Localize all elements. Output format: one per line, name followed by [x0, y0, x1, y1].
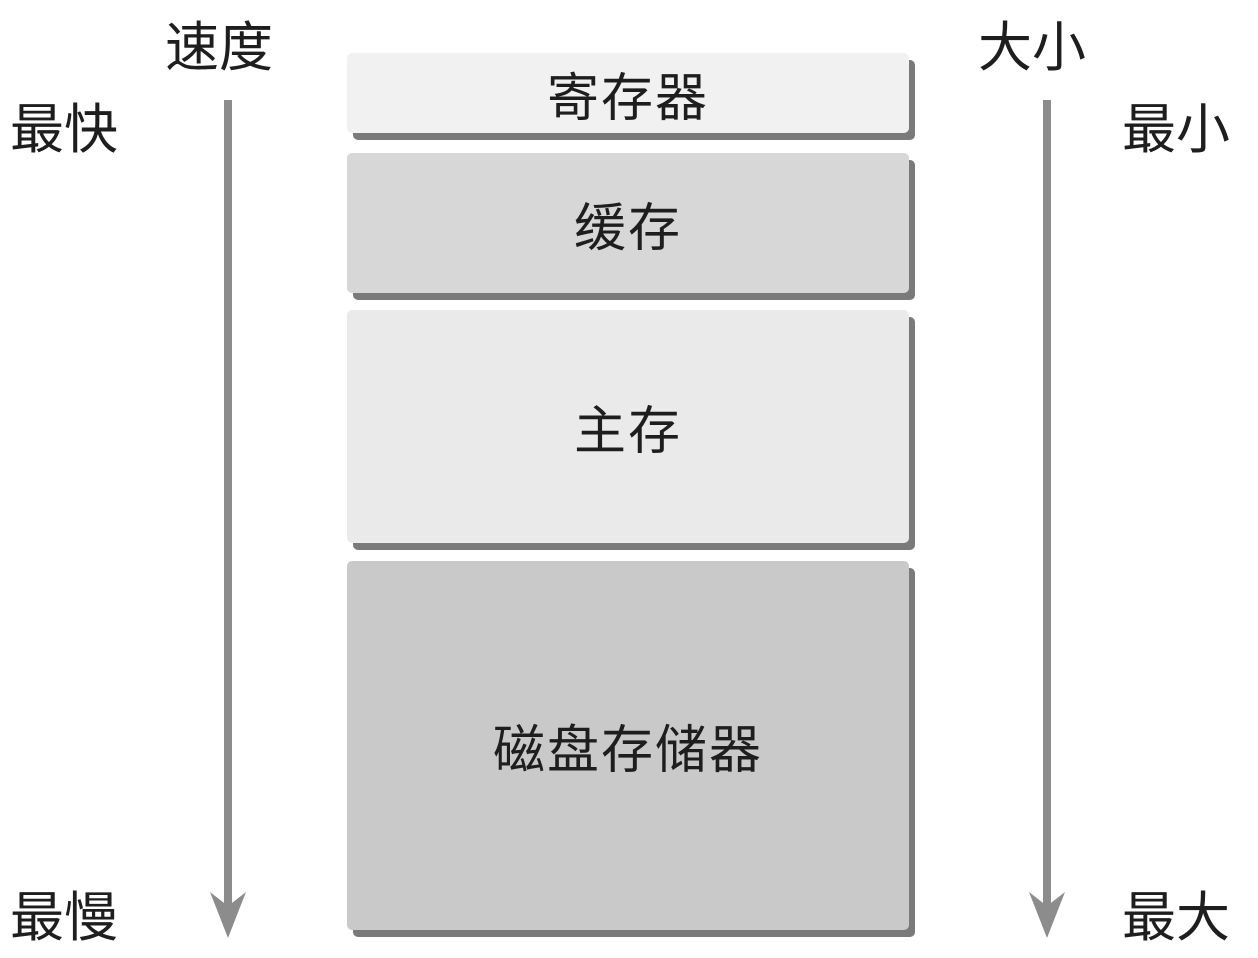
main-memory-block: 主存	[347, 310, 909, 543]
cache-label: 缓存	[573, 198, 682, 259]
speed-arrow-down-icon	[210, 100, 246, 938]
main-memory-label: 主存	[573, 402, 682, 462]
speed-label: 速度	[165, 16, 273, 79]
fastest-label: 最快	[10, 98, 118, 161]
largest-label: 最大	[1122, 886, 1230, 949]
size-label: 大小	[978, 16, 1086, 79]
disk-storage-block: 磁盘存储器	[347, 561, 909, 930]
registers-label: 寄存器	[546, 68, 709, 129]
cache-block: 缓存	[347, 153, 909, 293]
disk-storage-label: 磁盘存储器	[492, 721, 763, 781]
slowest-label: 最慢	[10, 886, 118, 949]
smallest-label: 最小	[1122, 98, 1230, 161]
registers-block: 寄存器	[347, 53, 909, 133]
size-arrow-down-icon	[1029, 100, 1065, 938]
